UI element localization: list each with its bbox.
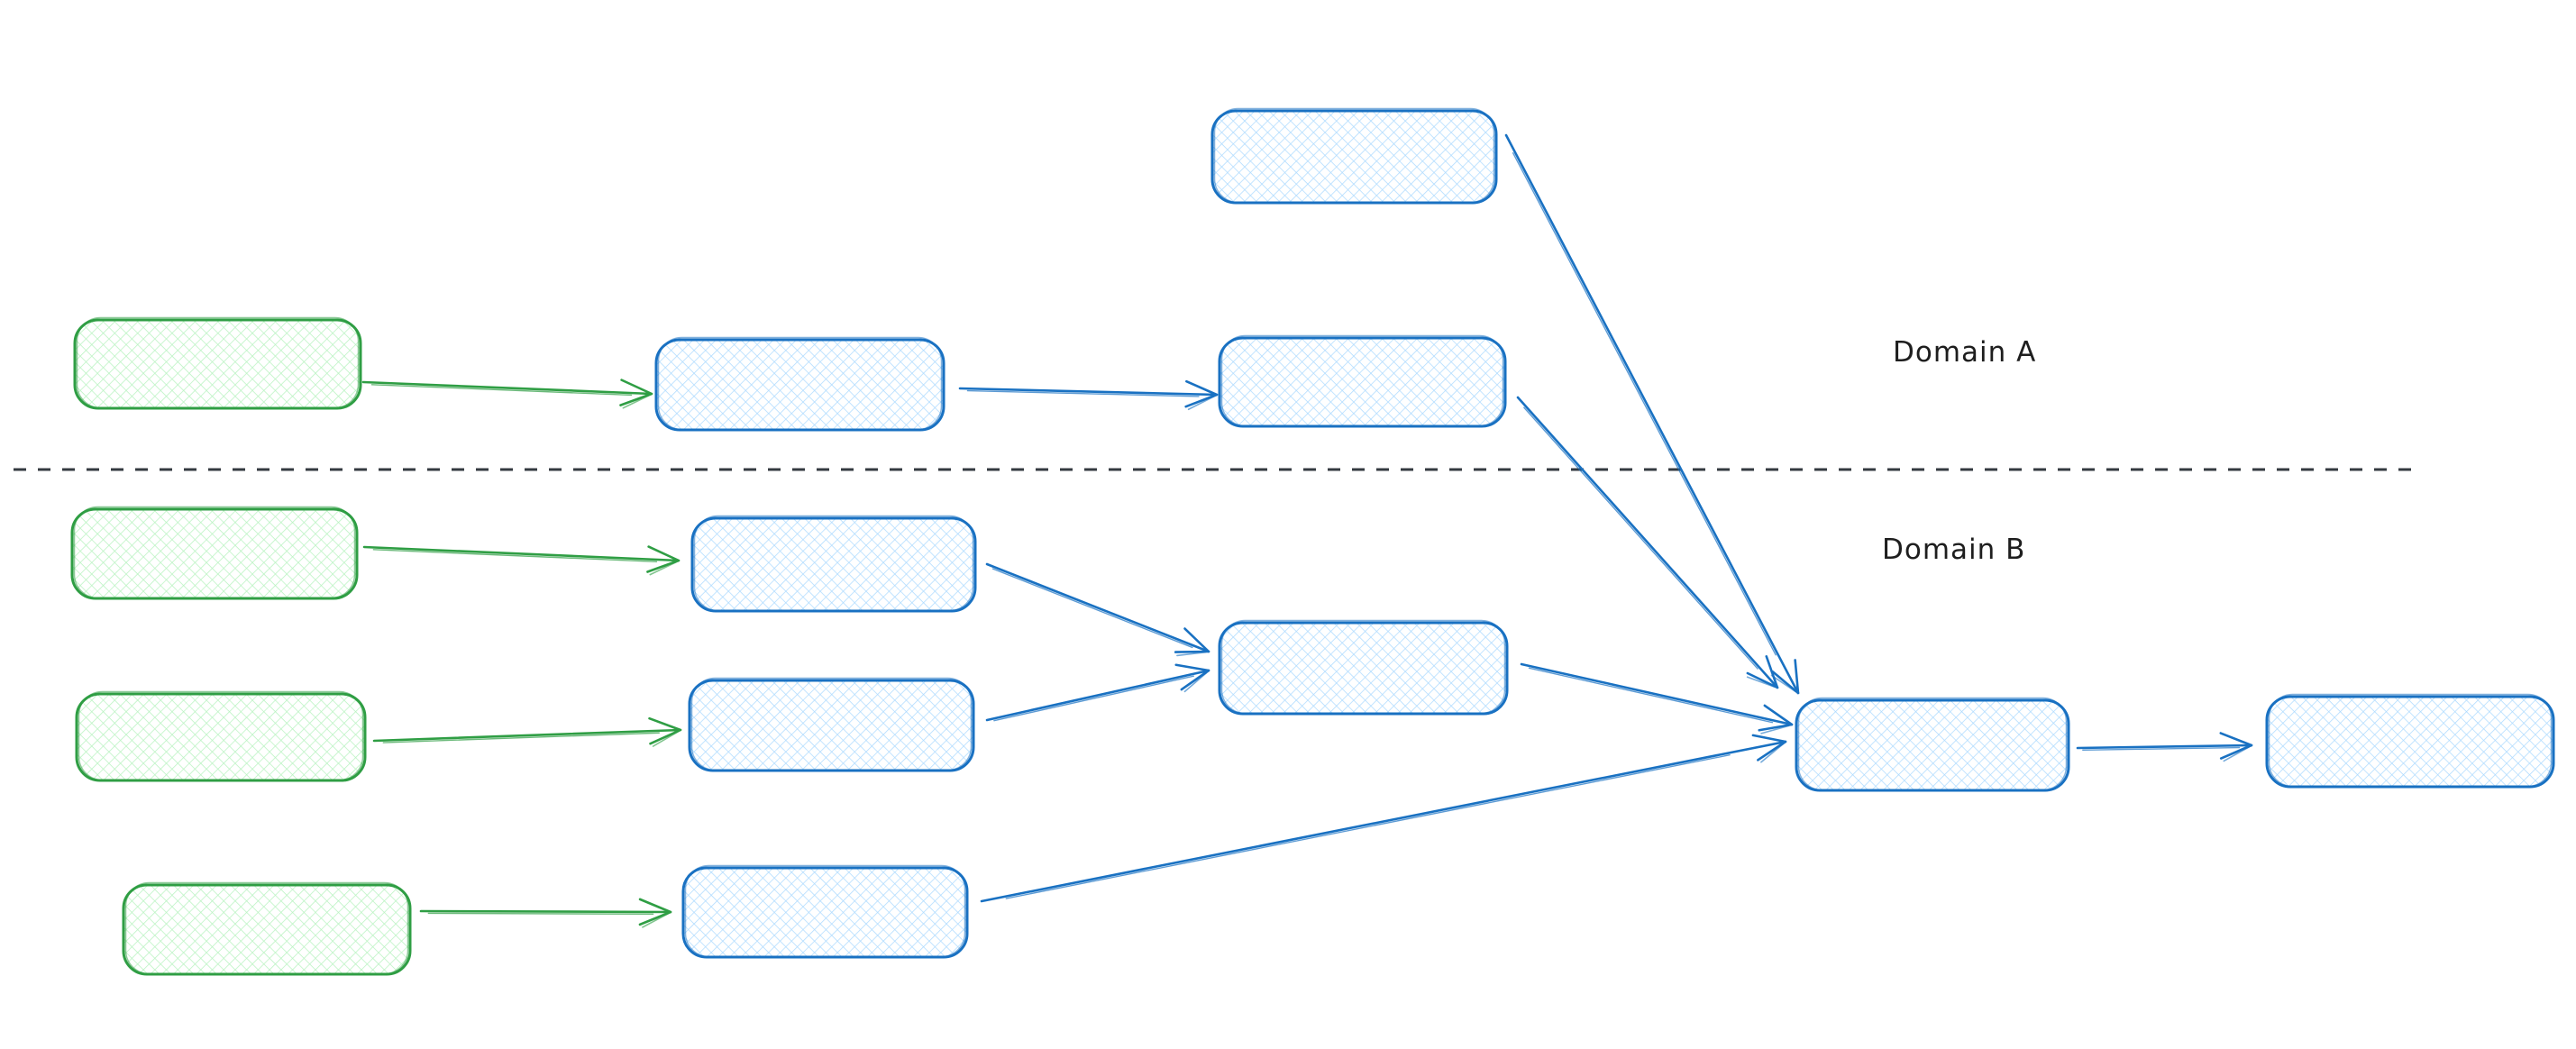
node-source-a[interactable]: [73, 316, 362, 410]
edge-stage1-b2-to-merge-b[interactable]: [985, 663, 1210, 722]
edge-stage1-b1-to-merge-b[interactable]: [985, 562, 1210, 657]
node-stage1-b2[interactable]: [688, 677, 975, 772]
node-source-b3[interactable]: [122, 881, 412, 976]
node-source-b1[interactable]: [70, 506, 359, 600]
node-source-b2[interactable]: [75, 690, 367, 782]
region-label-domain-a[interactable]: Domain A: [1893, 336, 2036, 369]
node-aggregator[interactable]: [1795, 697, 2070, 792]
node-output[interactable]: [2265, 693, 2555, 789]
node-extra-top[interactable]: [1210, 107, 1498, 205]
node-merge-b[interactable]: [1218, 619, 1509, 716]
region-label-domain-b[interactable]: Domain B: [1882, 534, 2025, 566]
edge-stage1-a-to-stage2-a[interactable]: [958, 379, 1219, 411]
node-stage1-b3[interactable]: [681, 864, 969, 959]
node-stage2-a[interactable]: [1218, 334, 1507, 428]
edge-extra-top-to-aggregator[interactable]: [1504, 133, 1800, 695]
edge-stage1-b3-to-aggregator[interactable]: [980, 734, 1787, 903]
edge-merge-b-to-aggregator[interactable]: [1520, 662, 1794, 734]
node-stage1-a[interactable]: [654, 336, 945, 432]
edge-aggregator-to-output[interactable]: [2076, 732, 2253, 762]
edge-source-b2-to-stage1-b2[interactable]: [372, 716, 682, 747]
node-stage1-b1[interactable]: [690, 515, 977, 613]
edge-stage2-a-to-aggregator[interactable]: [1516, 396, 1779, 689]
edge-source-b1-to-stage1-b1[interactable]: [362, 545, 681, 576]
edge-source-a-to-stage1-a[interactable]: [361, 379, 653, 409]
edge-source-b3-to-stage1-b3[interactable]: [419, 898, 672, 928]
